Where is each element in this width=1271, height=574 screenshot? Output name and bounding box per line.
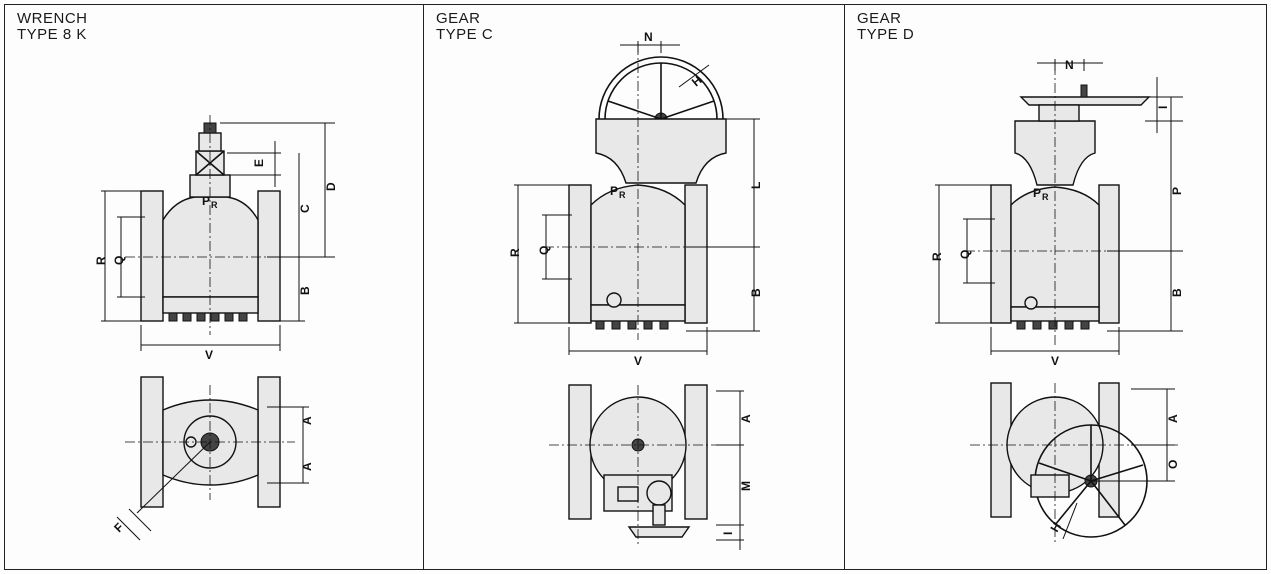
valve-body (162, 196, 259, 298)
gear-c-valve-drawing: P R N H L B (508, 30, 763, 550)
flat-handwheel (1019, 96, 1151, 106)
label-q: Q (537, 246, 551, 255)
label-v: V (205, 348, 213, 362)
label-v: V (1051, 354, 1059, 368)
right-flange (257, 190, 281, 322)
bottom-bolts (168, 312, 248, 322)
label-e: E (252, 159, 266, 167)
label-b: B (749, 288, 763, 297)
label-q: Q (958, 250, 972, 259)
label-pr-r: R (211, 200, 218, 210)
label-h: H (1047, 520, 1063, 535)
gear-shaft (652, 504, 666, 526)
label-c: C (298, 204, 312, 213)
gear-housing (1014, 104, 1096, 186)
label-a: A (739, 414, 753, 423)
bottom-cover (162, 296, 259, 314)
label-a: A (1166, 414, 1180, 423)
title-line-2: TYPE 8 K (17, 26, 87, 43)
right-dimensions: E C D B (220, 122, 338, 322)
label-a-top: A (300, 416, 314, 425)
plan-right-flange (684, 384, 708, 520)
gear-d-valve-drawing: P R N I P B (930, 58, 1184, 545)
bottom-bolts (595, 320, 669, 330)
label-i: I (721, 532, 735, 535)
label-l: L (749, 182, 763, 189)
panel-gear-type-c: GEAR TYPE C (423, 4, 844, 570)
valve-elevation: P R (125, 115, 295, 335)
left-flange (990, 184, 1012, 324)
plan-handwheel (627, 526, 691, 538)
gearbox (595, 118, 727, 184)
dimensions-elevation: N I P B R Q (930, 58, 1184, 368)
right-flange (1098, 184, 1120, 324)
panel-title: GEAR TYPE C (436, 11, 493, 43)
label-b: B (298, 286, 312, 295)
valve-plan-view: F A A (111, 376, 314, 541)
label-f: F (111, 520, 126, 535)
label-r: R (508, 248, 522, 257)
title-line-1: GEAR (436, 10, 481, 27)
panel-wrench-type-8k: WRENCH TYPE 8 K (4, 4, 423, 570)
left-flange (140, 190, 164, 322)
label-r: R (94, 256, 108, 265)
label-m: M (739, 481, 753, 491)
label-i: I (1156, 106, 1170, 109)
label-pr-p: P (202, 194, 210, 208)
gearbox (1014, 120, 1096, 186)
valve-plan-view: A M I (549, 384, 753, 550)
label-b: B (1170, 288, 1184, 297)
v-dimension: V (140, 325, 281, 362)
label-v: V (634, 354, 642, 368)
title-line-2: TYPE C (436, 26, 494, 43)
wrench-valve-drawing: P R E C D B (94, 115, 338, 541)
title-line-1: WRENCH (17, 10, 88, 27)
label-pr-r: R (619, 190, 626, 200)
label-o: O (1166, 460, 1180, 469)
panel-gear-type-d: GEAR TYPE D (844, 4, 1267, 570)
valve-plan-view: A O H (970, 382, 1181, 545)
plan-left-flange (568, 384, 592, 520)
left-flange (568, 184, 592, 324)
label-d: D (324, 182, 338, 191)
handwheel-flat (1019, 84, 1151, 106)
right-flange (684, 184, 708, 324)
label-pr-r: R (1042, 192, 1049, 202)
panel-title: WRENCH TYPE 8 K (17, 11, 88, 43)
panel-title: GEAR TYPE D (857, 11, 914, 43)
valve-elevation: P R (965, 65, 1181, 345)
label-n: N (1065, 58, 1074, 72)
left-dimensions: R Q (94, 190, 145, 322)
label-r: R (930, 252, 944, 261)
gear-housing (595, 118, 727, 184)
label-h: H (689, 73, 705, 89)
title-line-1: GEAR (857, 10, 902, 27)
valve-elevation: P R (544, 45, 754, 340)
label-q: Q (112, 256, 126, 265)
label-a-bottom: A (300, 462, 314, 471)
label-p: P (1170, 187, 1184, 195)
label-n: N (644, 30, 653, 44)
bottom-bolts (1016, 320, 1090, 330)
label-pr-p: P (1033, 186, 1041, 200)
label-pr-p: P (610, 184, 618, 198)
title-line-2: TYPE D (857, 26, 915, 43)
